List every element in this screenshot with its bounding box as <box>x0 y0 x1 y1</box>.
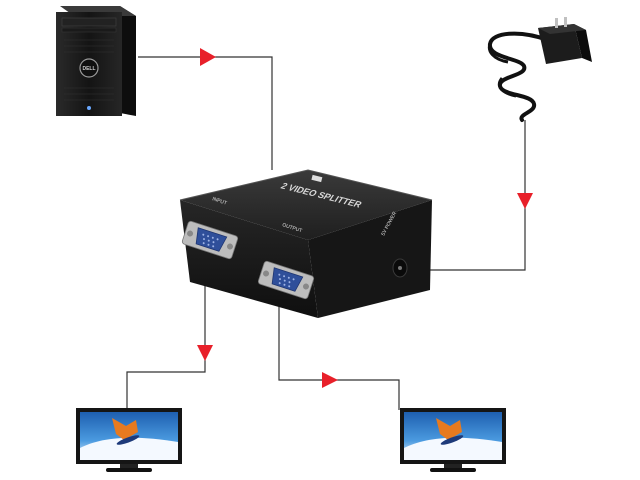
vga-splitter: 2 VIDEO SPLITTER INPUT OUTPUT 5V POWER <box>179 169 433 318</box>
arrow-icon <box>200 48 216 66</box>
arrow-icon <box>517 193 533 209</box>
arrow-icon <box>322 372 338 388</box>
power-adapter-icon <box>487 17 592 122</box>
pc-logo <box>79 58 99 78</box>
arrows <box>197 48 533 388</box>
desktop-tower-icon: DELL <box>56 6 136 116</box>
wires <box>126 56 526 410</box>
splitter-right-face <box>308 200 432 318</box>
pc-logo-text: DELL <box>82 66 95 72</box>
splitter-usb-badge <box>311 174 323 183</box>
monitor-icon <box>76 408 182 472</box>
monitor-right <box>400 408 506 472</box>
power-jack <box>392 258 408 278</box>
arrow-icon <box>197 345 213 361</box>
adapter-cable <box>488 31 550 122</box>
vga-port-input <box>181 220 239 260</box>
monitor-left <box>76 408 182 472</box>
wire-splitter-to-monitor-left <box>126 262 206 410</box>
wire-splitter-to-monitor-right <box>278 300 400 410</box>
splitter-input-label: INPUT <box>211 196 227 206</box>
wire-adapter-to-splitter <box>405 120 526 271</box>
wire-pc-to-splitter <box>138 56 273 170</box>
pc-power-button <box>87 106 91 110</box>
monitor-icon <box>400 408 506 472</box>
vga-port-output <box>257 260 315 300</box>
splitter-top <box>180 170 432 240</box>
